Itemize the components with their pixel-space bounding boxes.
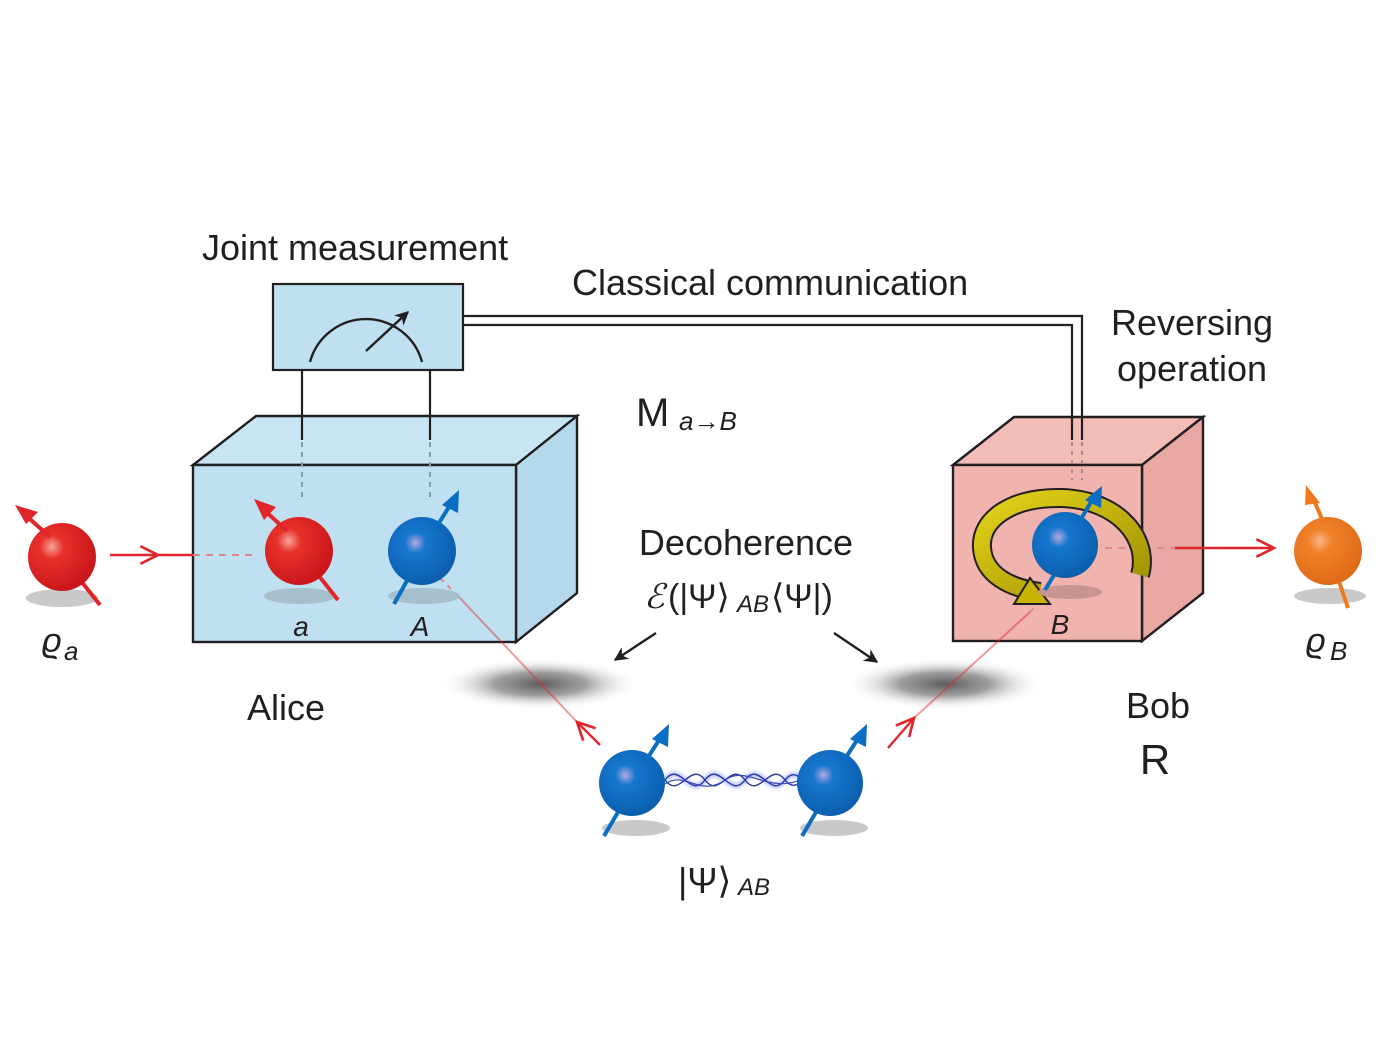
input-state-label: ϱ a: [42, 622, 78, 666]
decoherence-formula-open: (|Ψ⟩: [668, 578, 730, 616]
qubit-A-label: A: [409, 611, 430, 642]
qubit-B-label: B: [1051, 609, 1070, 640]
output-state-label: ϱ B: [1306, 622, 1347, 666]
decoherence-arrow-left: [613, 631, 657, 662]
measurement-subscript: a→B: [679, 406, 737, 436]
qubit-a: [254, 499, 340, 604]
decoherence-formula: ℰ (|Ψ⟩ AB ⟨Ψ|): [644, 578, 833, 618]
decoherence-formula-sub: AB: [735, 591, 769, 618]
input-state-sub: a: [64, 636, 78, 666]
output-qubit: [1294, 485, 1366, 609]
reversing-operation-label-line2: operation: [1117, 348, 1267, 389]
entangled-state-label: |Ψ⟩ AB: [678, 860, 770, 901]
entangled-state-sub: AB: [736, 874, 770, 901]
decoherence-formula-close: ⟨Ψ|): [771, 578, 833, 616]
entanglement-wave-icon: [663, 772, 806, 788]
qubit-A: [388, 490, 460, 605]
measurement-operator-label: M a→B: [636, 391, 737, 436]
entangled-state-ket: |Ψ⟩: [678, 860, 731, 901]
alice-lab-box: [189, 413, 581, 645]
entangled-qubit-left: [599, 724, 670, 838]
decoherence-label: Decoherence: [639, 522, 853, 563]
input-qubit: [15, 505, 102, 607]
decoherence-channel-symbol: ℰ: [644, 578, 668, 616]
joint-measurement-label: Joint measurement: [202, 227, 508, 268]
entangled-qubit-right: [797, 724, 868, 838]
output-state-symbol: ϱ: [1306, 622, 1326, 660]
input-state-symbol: ϱ: [42, 622, 62, 660]
decoherence-cloud-left: [440, 658, 640, 710]
qubit-B: [971, 486, 1152, 605]
output-state-sub: B: [1330, 636, 1347, 666]
bob-label: Bob: [1126, 685, 1190, 726]
alice-label: Alice: [247, 687, 325, 728]
qubit-a-label: a: [293, 611, 309, 642]
joint-measurement-device: [271, 282, 465, 460]
reversing-symbol-label: R: [1140, 736, 1170, 783]
measurement-meter-icon: [308, 311, 424, 363]
decoherence-arrow-right: [833, 632, 879, 663]
classical-communication-label: Classical communication: [572, 262, 968, 303]
decoherence-cloud-right: [845, 658, 1045, 710]
measurement-symbol: M: [636, 391, 669, 435]
reversing-operation-label-line1: Reversing: [1111, 302, 1273, 343]
classical-communication-line: [463, 314, 1084, 448]
rotation-arrow-icon: [971, 487, 1152, 605]
